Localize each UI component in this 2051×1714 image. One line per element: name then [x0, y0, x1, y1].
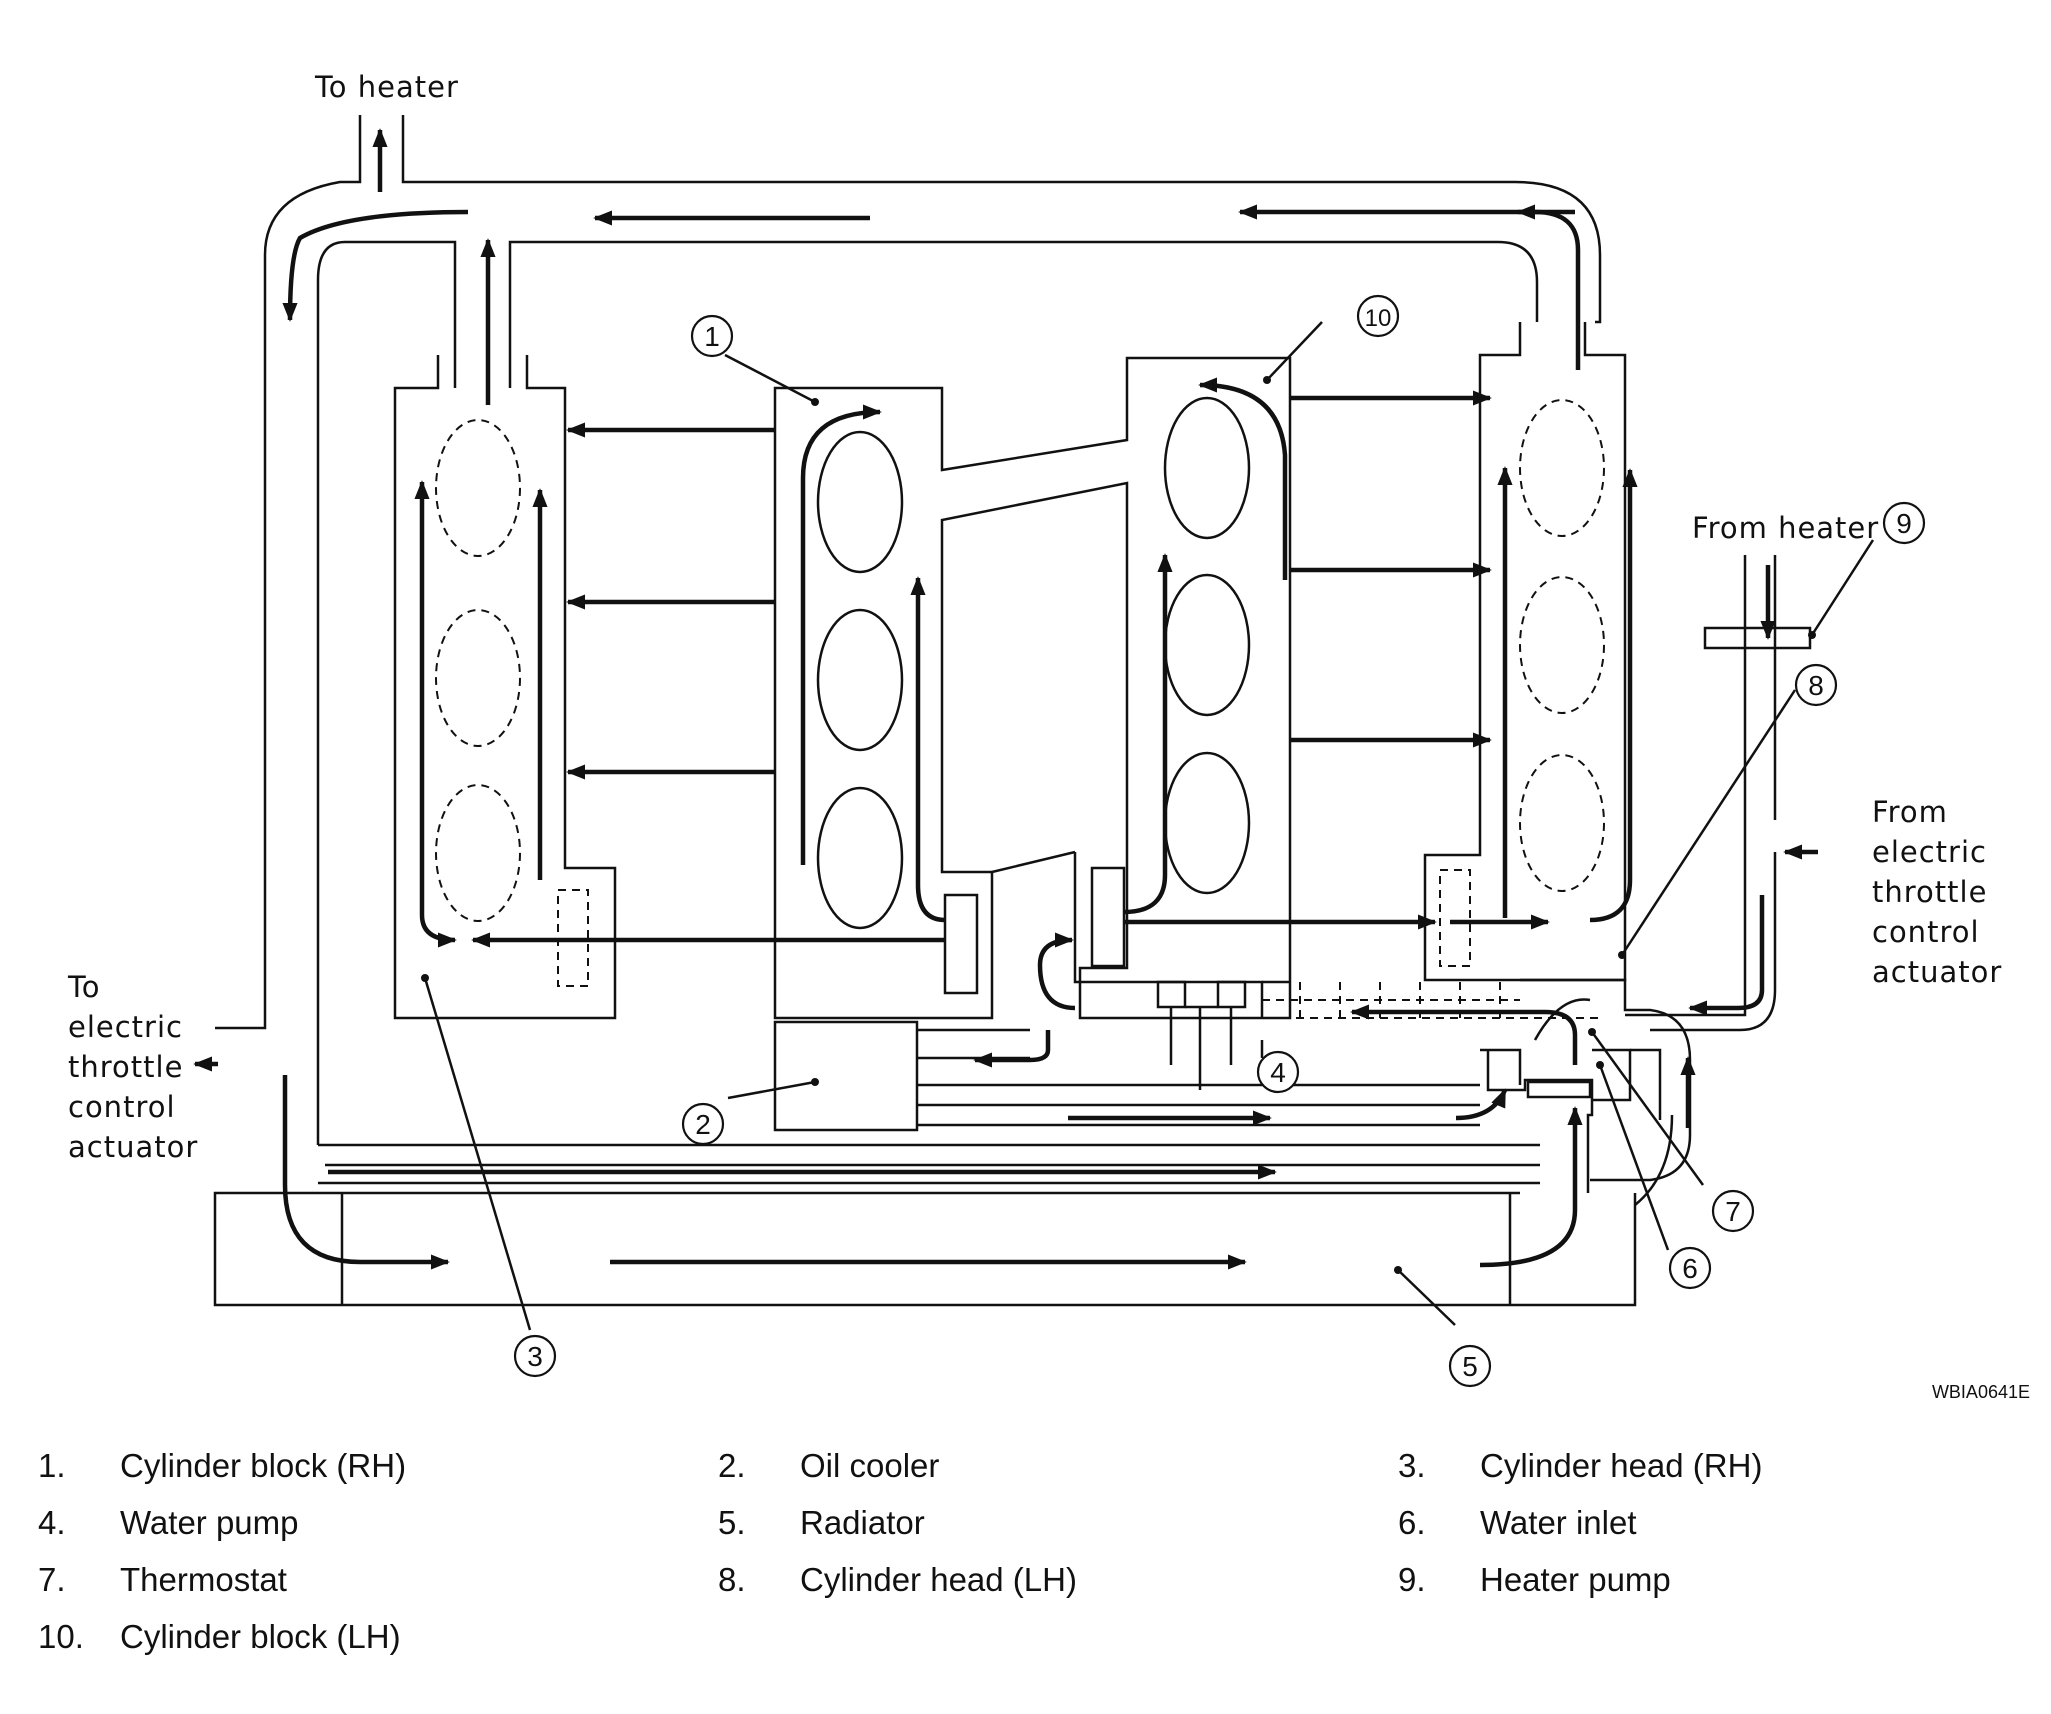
- callout-7: 7: [1711, 1189, 1755, 1233]
- callout-2-text: 2: [695, 1109, 711, 1140]
- from-heater-label: From heater: [1692, 511, 1879, 545]
- to-etc-line: control: [68, 1090, 176, 1124]
- from-etc-line: actuator: [1872, 955, 2002, 989]
- callout-4: 4: [1256, 1050, 1300, 1094]
- water-pump-impeller-2: [1216, 980, 1247, 1009]
- to-etc-line: throttle: [68, 1050, 183, 1084]
- callout-7-text: 7: [1725, 1196, 1741, 1227]
- callout-5: 5: [1448, 1344, 1492, 1388]
- cylinder-lh-1: [1519, 399, 1605, 537]
- callout-dots: [421, 376, 1816, 1274]
- water-pump-impeller-1: [1156, 980, 1187, 1009]
- callout-5-text: 5: [1462, 1351, 1478, 1382]
- legend-text: Cylinder block (LH): [120, 1618, 401, 1655]
- legend-text: Water inlet: [1480, 1504, 1637, 1541]
- callout-6-text: 6: [1682, 1253, 1698, 1284]
- block-rh-inner: [991, 850, 1076, 874]
- from-etc-line: From: [1872, 795, 1948, 829]
- cylinder-rh-1: [435, 419, 521, 557]
- legend-number: 7.: [38, 1561, 66, 1598]
- legend-number: 4.: [38, 1504, 66, 1541]
- callout-3-text: 3: [527, 1341, 543, 1372]
- cylinder-rh-3: [435, 784, 521, 922]
- upper-hose-inner: [316, 240, 457, 1145]
- bore-rh-2: [816, 608, 904, 752]
- legend-number: 3.: [1398, 1447, 1426, 1484]
- legend-number: 6.: [1398, 1504, 1426, 1541]
- callout-1: 1: [690, 314, 734, 358]
- bore-lh-2: [1163, 573, 1251, 717]
- callout-10: 10: [1356, 294, 1400, 338]
- to-etc-label: To electric throttle control actuator: [67, 970, 198, 1164]
- to-etc-line: electric: [68, 1010, 183, 1044]
- cylinder-rh-2: [435, 609, 521, 747]
- legend-number: 5.: [718, 1504, 746, 1541]
- dashed-cylinders: [435, 399, 1605, 1019]
- cylinder-lh-3: [1519, 754, 1605, 892]
- figure-code: WBIA0641E: [1932, 1382, 2030, 1402]
- callout-1-text: 1: [704, 321, 720, 352]
- cylinder-head-rh: [393, 355, 617, 1020]
- bore-lh-3: [1163, 751, 1251, 895]
- callouts: 1 2 3 4 5 6 7 8 9 10: [513, 294, 1926, 1388]
- oil-cooler: [773, 1020, 919, 1132]
- to-heater-label: To heater: [314, 70, 459, 104]
- from-etc-label: From electric throttle control actuator: [1872, 795, 2002, 989]
- legend-text: Cylinder head (LH): [800, 1561, 1077, 1598]
- to-etc-line: actuator: [68, 1130, 198, 1164]
- legend-number: 10.: [38, 1618, 84, 1655]
- callout-9: 9: [1882, 501, 1926, 545]
- structure-lines: [213, 115, 1875, 1331]
- flow-arrows: [193, 128, 1818, 1270]
- callout-8: 8: [1794, 663, 1838, 707]
- upper-hose-outer: [220, 115, 362, 1030]
- bore-lh-1: [1163, 396, 1251, 540]
- from-etc-line: throttle: [1872, 875, 1987, 909]
- heater-pump: [1703, 626, 1812, 650]
- cylinder-lh-2: [1519, 576, 1605, 714]
- from-etc-line: control: [1872, 915, 1980, 949]
- callout-3: 3: [513, 1334, 557, 1378]
- callout-2: 2: [681, 1102, 725, 1146]
- upper-hose-inner-top: [508, 240, 1539, 388]
- legend-text: Radiator: [800, 1504, 925, 1541]
- legend-text: Water pump: [120, 1504, 299, 1541]
- bore-rh-1: [816, 430, 904, 574]
- cylinder-head-lh: [1423, 322, 1627, 982]
- legend-text: Thermostat: [120, 1561, 287, 1598]
- legend-number: 1.: [38, 1447, 66, 1484]
- upper-hose-outer-top: [401, 115, 1602, 324]
- legend-text: Cylinder head (RH): [1480, 1447, 1763, 1484]
- to-etc-line: To: [67, 970, 101, 1004]
- solid-cylinders: [816, 396, 1251, 995]
- from-etc-line: electric: [1872, 835, 1987, 869]
- radiator: [213, 1191, 1637, 1307]
- legend-text: Oil cooler: [800, 1447, 940, 1484]
- callout-10-text: 10: [1365, 305, 1392, 332]
- cooling-system-diagram: To heater From heater To electric thrott…: [67, 70, 2030, 1402]
- callout-9-text: 9: [1896, 508, 1912, 539]
- callout-4-text: 4: [1270, 1057, 1286, 1088]
- legend-text: Heater pump: [1480, 1561, 1671, 1598]
- legend: 1. Cylinder block (RH) 2. Oil cooler 3. …: [0, 1425, 2051, 1685]
- water-inlet-body: [1526, 1080, 1592, 1099]
- callout-6: 6: [1668, 1246, 1712, 1290]
- legend-number: 9.: [1398, 1561, 1426, 1598]
- callout-8-text: 8: [1808, 670, 1824, 701]
- legend-text: Cylinder block (RH): [120, 1447, 407, 1484]
- legend-number: 2.: [718, 1447, 746, 1484]
- legend-number: 8.: [718, 1561, 746, 1598]
- bore-rh-3: [816, 786, 904, 930]
- cylinder-block-rh: [773, 356, 1292, 1020]
